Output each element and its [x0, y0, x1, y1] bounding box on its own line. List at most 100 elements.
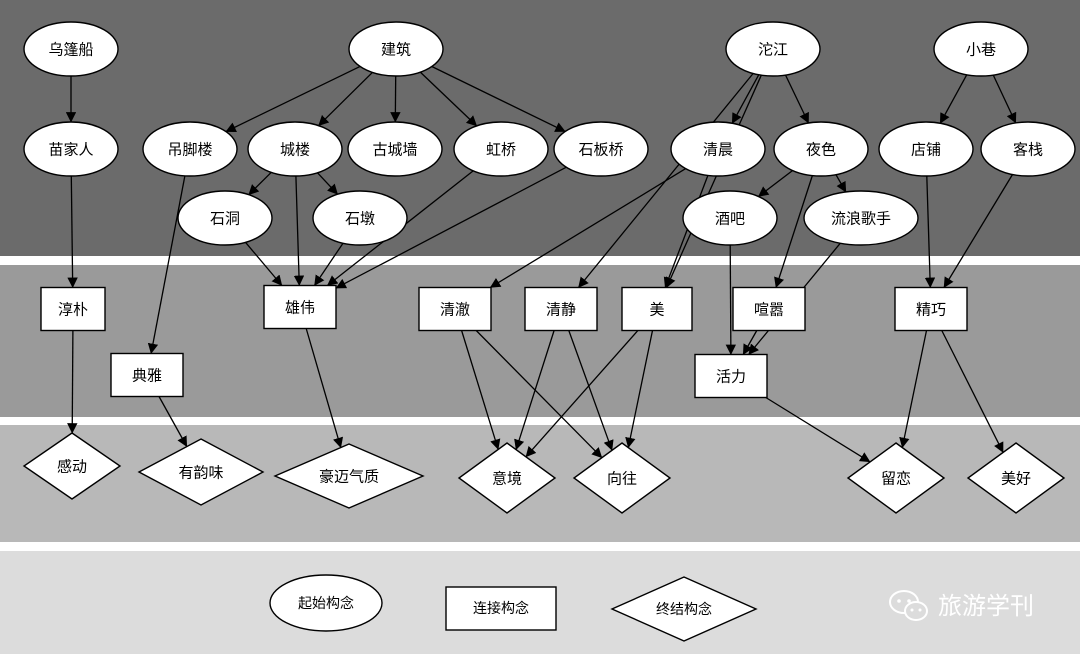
start-concept-ellipse [177, 190, 273, 246]
edge-qingjing-to-yijing [514, 330, 555, 451]
start-concept-ellipse [670, 121, 766, 177]
node-label: 清静 [546, 301, 576, 319]
wechat-icon [889, 590, 928, 621]
legend-link: 连接构念 [445, 586, 557, 631]
node-wupengchuan: 乌篷船 [23, 21, 119, 77]
edge-chenglou-to-shidong [248, 171, 272, 196]
node-label: 石墩 [345, 210, 375, 228]
node-dianya: 典雅 [110, 352, 184, 398]
start-concept-ellipse [23, 121, 119, 177]
edge-dianya-to-youyunwei [158, 396, 188, 447]
start-concept-ellipse [682, 190, 778, 246]
edge-qingche-to-xiangwang [475, 330, 603, 459]
start-concept-ellipse [980, 121, 1076, 177]
legend-rect-icon [445, 586, 557, 631]
edge-qingchen-to-mei [663, 175, 709, 288]
node-label: 店铺 [911, 141, 941, 159]
start-concept-ellipse [312, 190, 408, 246]
end-concept-diamond [22, 432, 122, 500]
edge-diaojiaolou-to-dianya [147, 175, 186, 355]
node-label: 石板桥 [578, 141, 623, 159]
start-concept-ellipse [247, 121, 343, 177]
link-concept-box [110, 352, 184, 398]
edge-tuojiang-to-yese [784, 74, 810, 124]
node-jingqiao: 精巧 [894, 286, 968, 332]
watermark-text: 旅游学刊 [938, 592, 1034, 620]
node-label: 雄伟 [285, 299, 315, 317]
node-haomaiqizhi: 豪迈气质 [273, 443, 425, 509]
node-dianpu: 店铺 [878, 121, 974, 177]
edge-tuojiang-to-qingchen [731, 74, 760, 124]
start-concept-ellipse [878, 121, 974, 177]
watermark: 旅游学刊 [889, 590, 1034, 621]
edge-shidong-to-xiongwei [245, 241, 283, 286]
edge-miaojiaren-to-chunpu [67, 175, 78, 289]
band-separator [0, 417, 1080, 425]
node-diaojiaolou: 吊脚楼 [142, 121, 238, 177]
edge-jianzhu-to-chenglou [318, 71, 373, 127]
legend-start: 起始构念 [269, 574, 383, 632]
node-label: 清澈 [440, 301, 470, 319]
edge-jianzhu-to-hongqiao [419, 71, 478, 127]
edge-qingchen-to-qingche [489, 168, 687, 289]
node-label: 吊脚楼 [167, 141, 212, 159]
start-concept-ellipse [553, 121, 649, 177]
node-label: 客栈 [1013, 141, 1043, 159]
node-label: 城楼 [280, 141, 310, 159]
link-concept-box [524, 286, 598, 332]
end-concept-diamond [846, 442, 946, 514]
end-concept-diamond [273, 443, 425, 509]
link-concept-box [40, 286, 106, 332]
edge-dianpu-to-jingqiao [924, 175, 936, 289]
node-chenglou: 城楼 [247, 121, 343, 177]
node-shibanqiao: 石板桥 [553, 121, 649, 177]
node-label: 沱江 [758, 41, 788, 59]
edge-huoli-to-liulian [765, 396, 871, 463]
node-shidong: 石洞 [177, 190, 273, 246]
edge-tuojiang-to-mei [665, 74, 762, 288]
band-separator [0, 542, 1080, 551]
node-shidun: 石墩 [312, 190, 408, 246]
node-guchengqiang: 古城墙 [347, 121, 443, 177]
node-label: 美 [649, 301, 664, 319]
end-concept-diamond [966, 442, 1066, 514]
node-hongqiao: 虹桥 [453, 121, 549, 177]
node-label: 建筑 [381, 41, 411, 59]
node-label: 意境 [492, 470, 522, 488]
node-label: 有韵味 [178, 464, 223, 482]
node-xuanxiao: 喧嚣 [732, 286, 806, 332]
edge-yese-to-xuanxiao [774, 175, 814, 288]
node-xiaoxiang: 小巷 [933, 21, 1029, 77]
edge-yese-to-jiuba [757, 169, 793, 198]
node-xiongwei: 雄伟 [263, 284, 337, 330]
start-concept-ellipse [23, 21, 119, 77]
node-jiuba: 酒吧 [682, 190, 778, 246]
node-label: 乌篷船 [48, 41, 93, 59]
node-qingchen: 清晨 [670, 121, 766, 177]
node-label: 夜色 [806, 141, 836, 159]
node-liulanggeshou: 流浪歌手 [803, 190, 919, 246]
node-chunpu: 淳朴 [40, 286, 106, 332]
node-qingche: 清澈 [418, 286, 492, 332]
edge-jingqiao-to-meihao [941, 330, 1004, 453]
link-concept-box [418, 286, 492, 332]
node-qingjing: 清静 [524, 286, 598, 332]
edge-jingqiao-to-liulian [899, 330, 928, 449]
nodes: 乌篷船建筑沱江小巷苗家人吊脚楼城楼古城墙虹桥石板桥清晨夜色店铺客栈石洞石墩酒吧流… [22, 21, 1076, 514]
edge-jianzhu-to-diaojiaolou [225, 65, 361, 133]
node-liulian: 留恋 [846, 442, 946, 514]
start-concept-ellipse [453, 121, 549, 177]
node-label: 精巧 [916, 301, 946, 319]
edge-xiongwei-to-haomaiqizhi [305, 328, 344, 449]
node-label: 感动 [57, 458, 87, 476]
node-label: 清晨 [703, 141, 733, 159]
node-label: 虹桥 [486, 141, 516, 159]
legend-diamond-icon [610, 576, 758, 642]
legend-end: 终结构念 [610, 576, 758, 642]
node-gandong: 感动 [22, 432, 122, 500]
link-concept-box [621, 286, 693, 332]
legend-ellipse-icon [269, 574, 383, 632]
start-concept-ellipse [142, 121, 238, 177]
band-separator [0, 256, 1080, 265]
